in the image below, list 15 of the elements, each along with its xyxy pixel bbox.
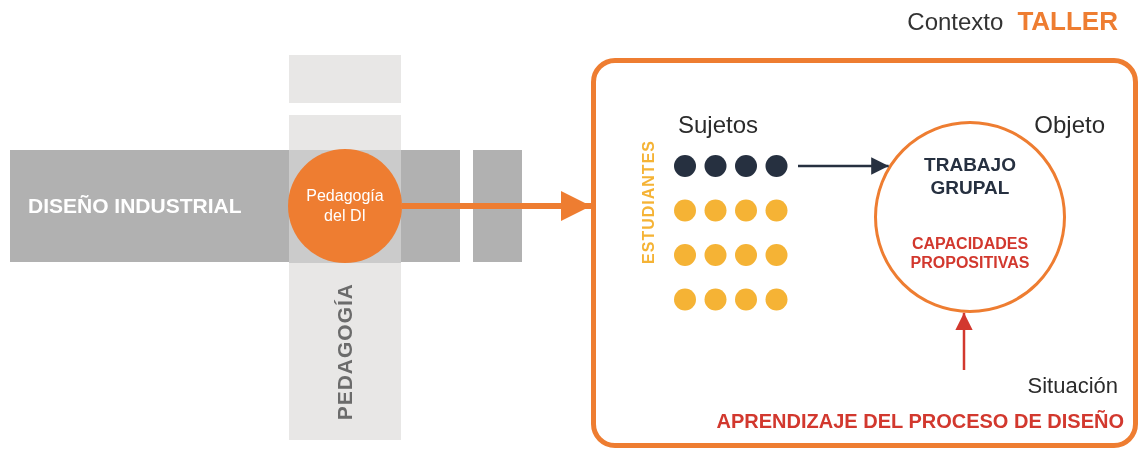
arrow (402, 191, 591, 221)
band-label: PEDAGOGÍA (333, 282, 357, 420)
subjects-label: Sujetos (678, 112, 759, 139)
students-label: ESTUDIANTES (640, 140, 658, 264)
situation-label: Situación (1027, 374, 1118, 399)
arrow (955, 312, 973, 370)
arrow (798, 157, 889, 175)
context-label: Contexto (907, 8, 1004, 36)
discipline-band: DISEÑO INDUSTRIAL (10, 150, 289, 262)
capacities-label: CAPACIDADES PROPOSITIVAS (909, 234, 1031, 273)
object-label: Objeto (1034, 112, 1105, 139)
learning-title: APRENDIZAJE DEL PROCESO DE DISEÑO (716, 410, 1124, 432)
discipline-band (289, 263, 401, 440)
work-label: TRABAJO GRUPAL (923, 154, 1017, 200)
context-title: TALLER (1017, 6, 1118, 37)
